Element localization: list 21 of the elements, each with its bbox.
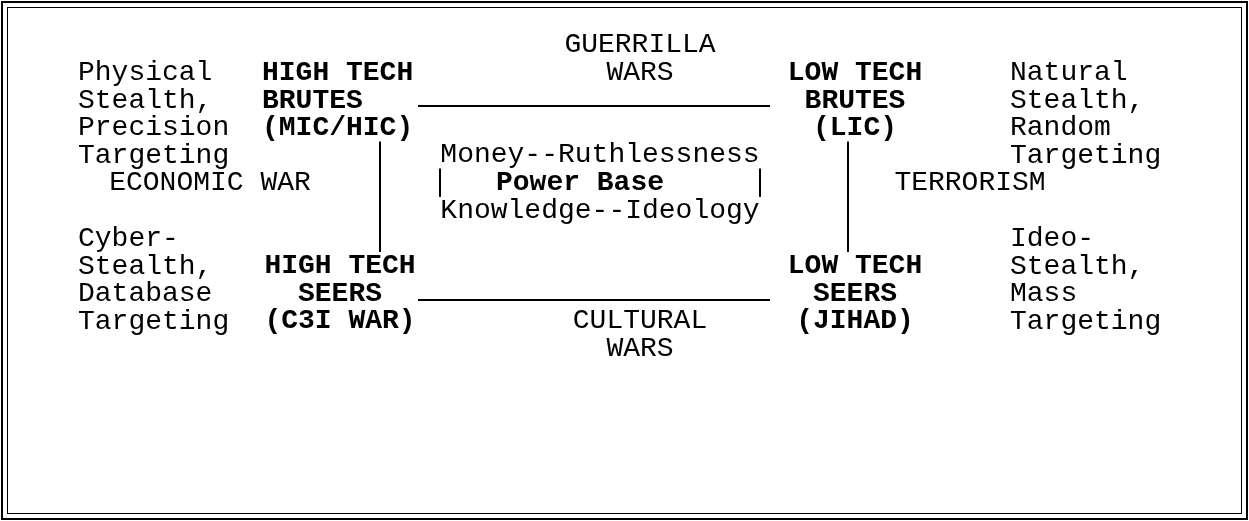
node-text: Money--Ruthlessness bbox=[430, 141, 770, 169]
text-label: Natural Stealth, Random Targeting bbox=[1010, 59, 1163, 169]
text-label: Power Base bbox=[496, 169, 664, 197]
node-text: Knowledge--Ideology bbox=[430, 197, 770, 225]
text-label: Ideo- Stealth, Mass Targeting bbox=[1010, 225, 1163, 335]
node-text: HIGH TECH BRUTES (MIC/HIC) bbox=[262, 59, 418, 142]
connector-line bbox=[417, 105, 771, 107]
connector-line bbox=[417, 299, 771, 301]
text-label: Cyber- Stealth, Database Targeting bbox=[78, 225, 231, 335]
edge-label: ECONOMIC WAR bbox=[109, 169, 312, 197]
connector-line bbox=[439, 167, 441, 198]
edge-label: GUERRILLA WARS bbox=[563, 31, 717, 86]
edge-label: CULTURAL WARS bbox=[571, 307, 709, 362]
node-text: LOW TECH SEERS (JIHAD) bbox=[770, 252, 940, 335]
connector-line bbox=[847, 140, 849, 253]
connector-line bbox=[759, 167, 761, 198]
node-text: HIGH TECH SEERS (C3I WAR) bbox=[262, 252, 418, 335]
connector-line bbox=[379, 140, 381, 253]
text-label: Physical Stealth, Precision Targeting bbox=[78, 59, 231, 169]
node-text: LOW TECH BRUTES (LIC) bbox=[770, 59, 940, 142]
edge-label: TERRORISM bbox=[893, 169, 1046, 197]
